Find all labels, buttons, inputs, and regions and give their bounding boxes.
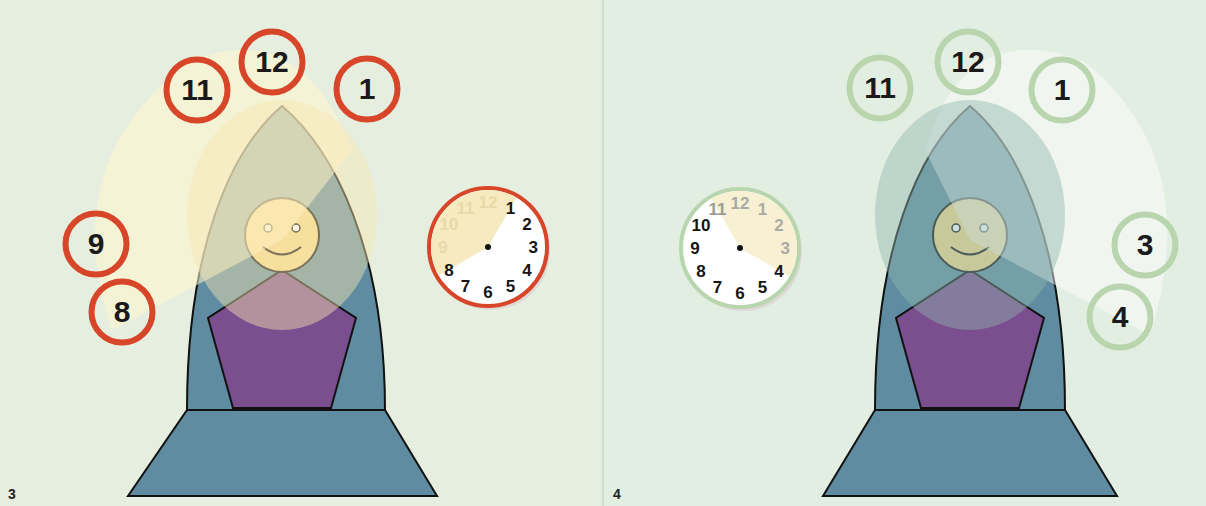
clock-number: 10 [439, 216, 458, 233]
number-circle: 4 [1086, 283, 1154, 351]
clock-number: 1 [506, 199, 515, 216]
clock-number: 6 [483, 284, 492, 301]
clock-number: 11 [456, 199, 474, 216]
hour-number: 1 [333, 55, 401, 123]
number-circle: 1 [1028, 56, 1096, 124]
clock-number: 7 [713, 279, 722, 296]
panel-number: 4 [613, 486, 621, 502]
hour-number: 4 [1086, 283, 1154, 351]
clock-number: 7 [461, 278, 470, 295]
number-circle: 11 [846, 54, 914, 122]
clock-number: 3 [528, 239, 537, 256]
clock-number: 3 [780, 240, 789, 257]
panel-background [603, 0, 1206, 506]
clock-face: 12 12 3 45678 9 1011 [679, 187, 801, 309]
number-circle: 12 [238, 28, 306, 96]
clock-number: 4 [522, 261, 531, 278]
hour-number: 12 [934, 28, 1002, 96]
clock-number: 8 [696, 262, 705, 279]
clock-number: 10 [691, 217, 710, 234]
hour-number: 9 [62, 210, 130, 278]
panel-background [0, 0, 603, 506]
panel-divider [602, 0, 604, 506]
clock-number: 11 [708, 200, 726, 217]
number-circle: 8 [88, 278, 156, 346]
clock-center [485, 244, 491, 250]
clock-rim [429, 188, 547, 306]
field-of-view-core [187, 100, 377, 330]
hour-number: 1 [1028, 56, 1096, 124]
clock-number: 2 [774, 217, 783, 234]
clock-number: 12 [479, 193, 498, 210]
hour-number: 12 [238, 28, 306, 96]
clock-number: 5 [758, 279, 767, 296]
clock-center [737, 245, 743, 251]
clock-number: 1 [758, 200, 767, 217]
field-of-view-core [875, 100, 1065, 330]
hour-number: 3 [1111, 211, 1179, 279]
hour-number: 11 [163, 56, 231, 124]
clock-face: 12 12 3 45678 9 1011 [427, 186, 549, 308]
number-circle: 9 [62, 210, 130, 278]
number-circle: 1 [333, 55, 401, 123]
clock-number: 12 [731, 194, 750, 211]
hour-number: 11 [846, 54, 914, 122]
number-circle: 11 [163, 56, 231, 124]
panel-number: 3 [8, 486, 16, 502]
clock-number: 2 [522, 216, 531, 233]
clock-number: 9 [438, 239, 447, 256]
clock-number: 6 [735, 285, 744, 302]
clock-rim [681, 189, 799, 307]
clock-number: 4 [774, 262, 783, 279]
clock-number: 8 [444, 261, 453, 278]
number-circle: 12 [934, 28, 1002, 96]
number-circle: 3 [1111, 211, 1179, 279]
visible-sector [431, 190, 516, 275]
clock-number: 5 [506, 278, 515, 295]
hour-number: 8 [88, 278, 156, 346]
clock-number: 9 [690, 240, 699, 257]
